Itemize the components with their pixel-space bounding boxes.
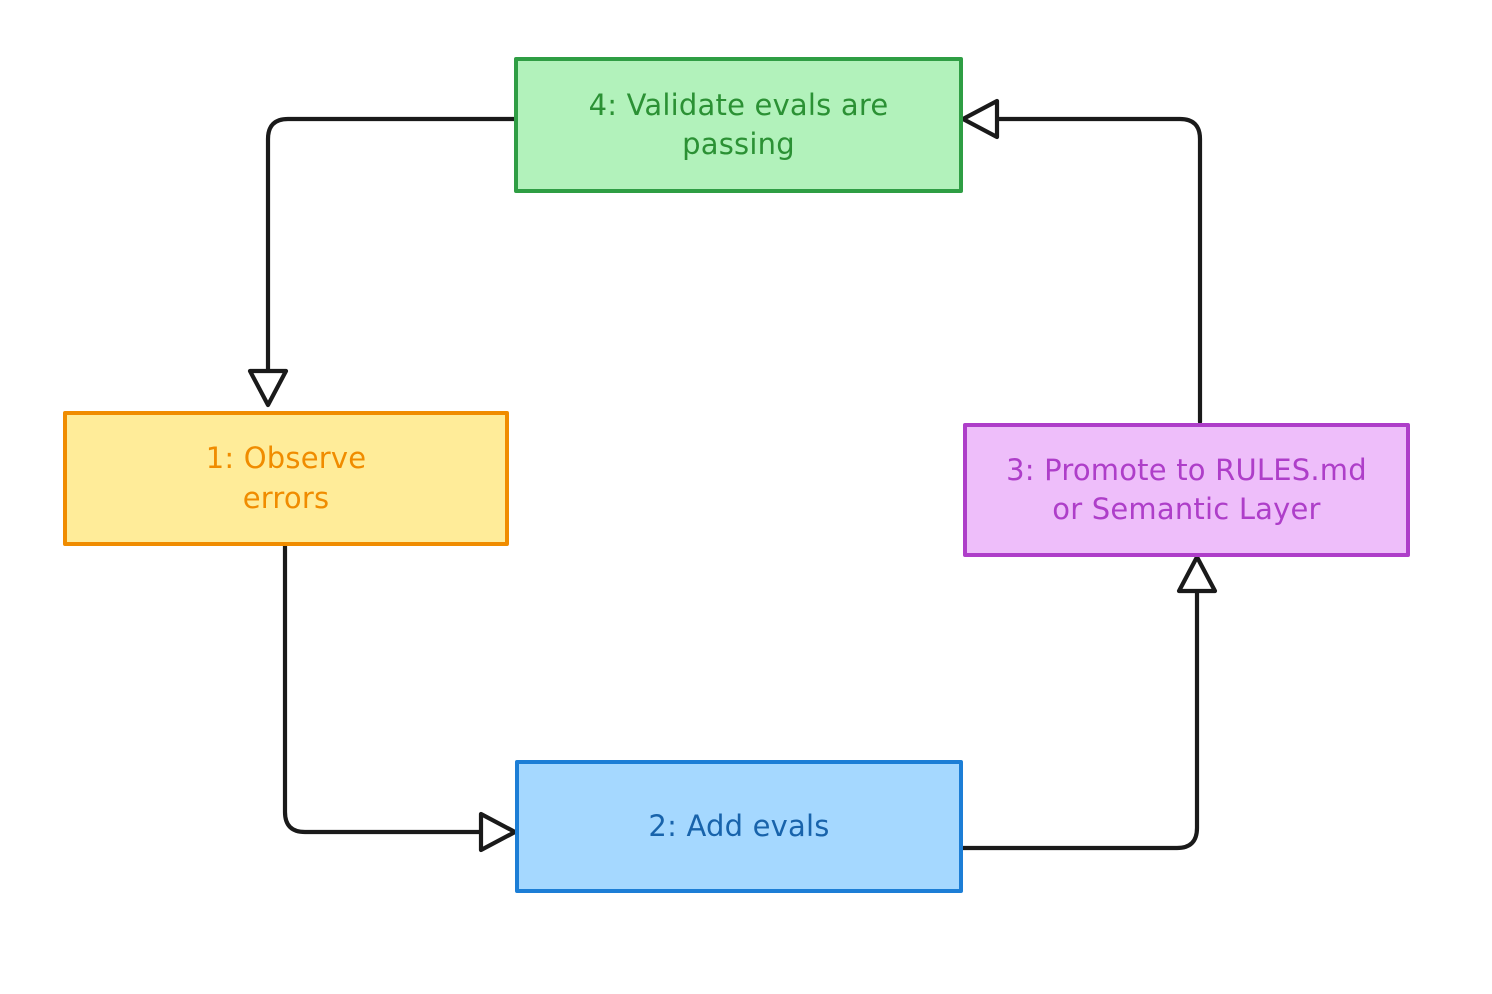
edge-1-to-2 (282, 543, 518, 853)
edge-2-to-3-arrowhead (1176, 554, 1218, 594)
node-add-evals[interactable]: 2: Add evals (515, 760, 963, 893)
edge-3-to-4-path (994, 116, 1203, 425)
node-observe-errors[interactable]: 1: Observe errors (63, 411, 509, 546)
edge-1-to-2-arrowhead (478, 811, 518, 853)
edge-4-to-1 (247, 116, 517, 408)
node-1-label: 1: Observe errors (205, 441, 367, 515)
node-promote-to-rules-md[interactable]: 3: Promote to RULES.md or Semantic Layer (963, 423, 1410, 557)
node-3-label: 3: Promote to RULES.md or Semantic Layer (1006, 452, 1367, 526)
edge-2-to-3 (960, 554, 1218, 851)
node-validate-evals-are-passing[interactable]: 4: Validate evals are passing (514, 57, 963, 193)
edge-3-to-4-arrowhead (960, 98, 1000, 140)
node-4-label: 4: Validate evals are passing (588, 87, 889, 161)
node-2-label: 2: Add evals (648, 808, 830, 843)
edge-4-to-1-path (265, 116, 517, 374)
edge-2-to-3-path (960, 588, 1200, 851)
edge-1-to-2-path (282, 543, 484, 835)
edge-3-to-4 (960, 98, 1203, 425)
edge-4-to-1-arrowhead (247, 368, 289, 408)
